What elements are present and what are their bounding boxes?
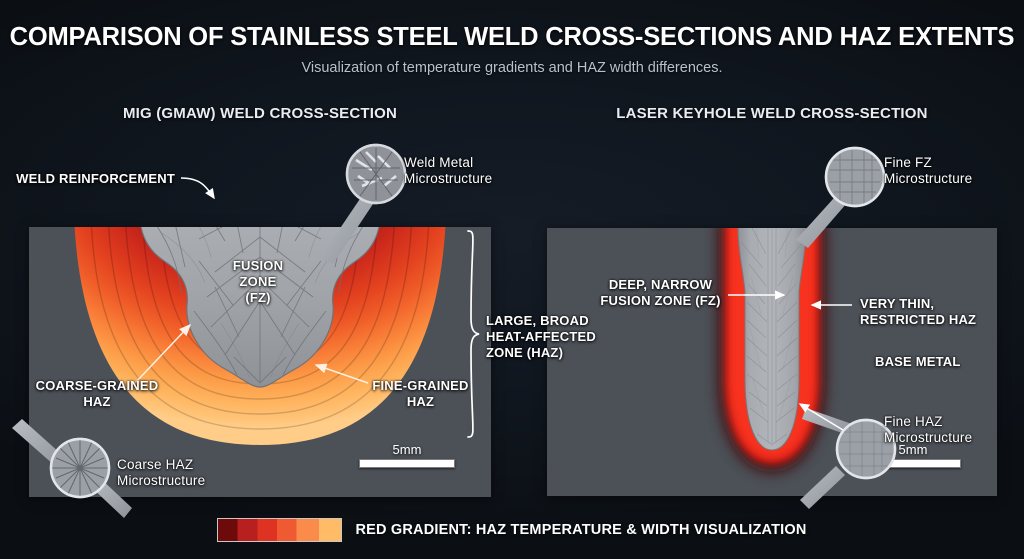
laser-panel-title: LASER KEYHOLE WELD CROSS-SECTION xyxy=(616,105,928,122)
label-weld-metal-inset: Weld Metal Microstructure xyxy=(404,155,493,187)
page-title: COMPARISON OF STAINLESS STEEL WELD CROSS… xyxy=(9,23,1015,51)
mig-scale-bar-line xyxy=(359,459,455,468)
label-fine-grained-haz: FINE-GRAINED HAZ xyxy=(372,378,469,409)
label-base-metal: BASE METAL xyxy=(875,354,961,369)
laser-panel-graphic xyxy=(547,228,997,496)
label-broad-haz: LARGE, BROAD HEAT-AFFECTED ZONE (HAZ) xyxy=(486,313,596,360)
label-weld-reinforcement: WELD REINFORCEMENT xyxy=(16,171,175,186)
label-fusion-zone: FUSION ZONE (FZ) xyxy=(232,258,284,305)
legend-label: RED GRADIENT: HAZ TEMPERATURE & WIDTH VI… xyxy=(355,522,807,538)
mig-cross-section-panel: 5mm xyxy=(29,227,491,497)
page-subtitle: Visualization of temperature gradients a… xyxy=(301,60,723,76)
label-fine-haz-inset: Fine HAZ Microstructure xyxy=(884,414,973,446)
mig-scale-label: 5mm xyxy=(392,442,422,457)
mig-scale-bar: 5mm xyxy=(359,442,455,468)
label-coarse-haz-inset: Coarse HAZ Microstructure xyxy=(117,457,206,489)
laser-scale-bar-line xyxy=(865,459,961,468)
label-coarse-grained-haz: COARSE-GRAINED HAZ xyxy=(35,378,159,409)
mig-panel-graphic xyxy=(29,227,491,497)
laser-scale-label: 5mm xyxy=(898,442,928,457)
label-deep-narrow-fz: DEEP, NARROW FUSION ZONE (FZ) xyxy=(600,277,721,308)
laser-cross-section-panel: 5mm xyxy=(547,228,997,496)
label-very-thin-haz: VERY THIN, RESTRICTED HAZ xyxy=(860,296,977,327)
legend: RED GRADIENT: HAZ TEMPERATURE & WIDTH VI… xyxy=(0,518,1024,542)
label-fine-fz-inset: Fine FZ Microstructure xyxy=(884,155,973,187)
leader-weld-reinforcement xyxy=(180,177,215,200)
laser-scale-bar: 5mm xyxy=(865,442,961,468)
mig-panel-title: MIG (GMAW) WELD CROSS-SECTION xyxy=(122,105,398,122)
legend-gradient-bar xyxy=(217,518,343,542)
